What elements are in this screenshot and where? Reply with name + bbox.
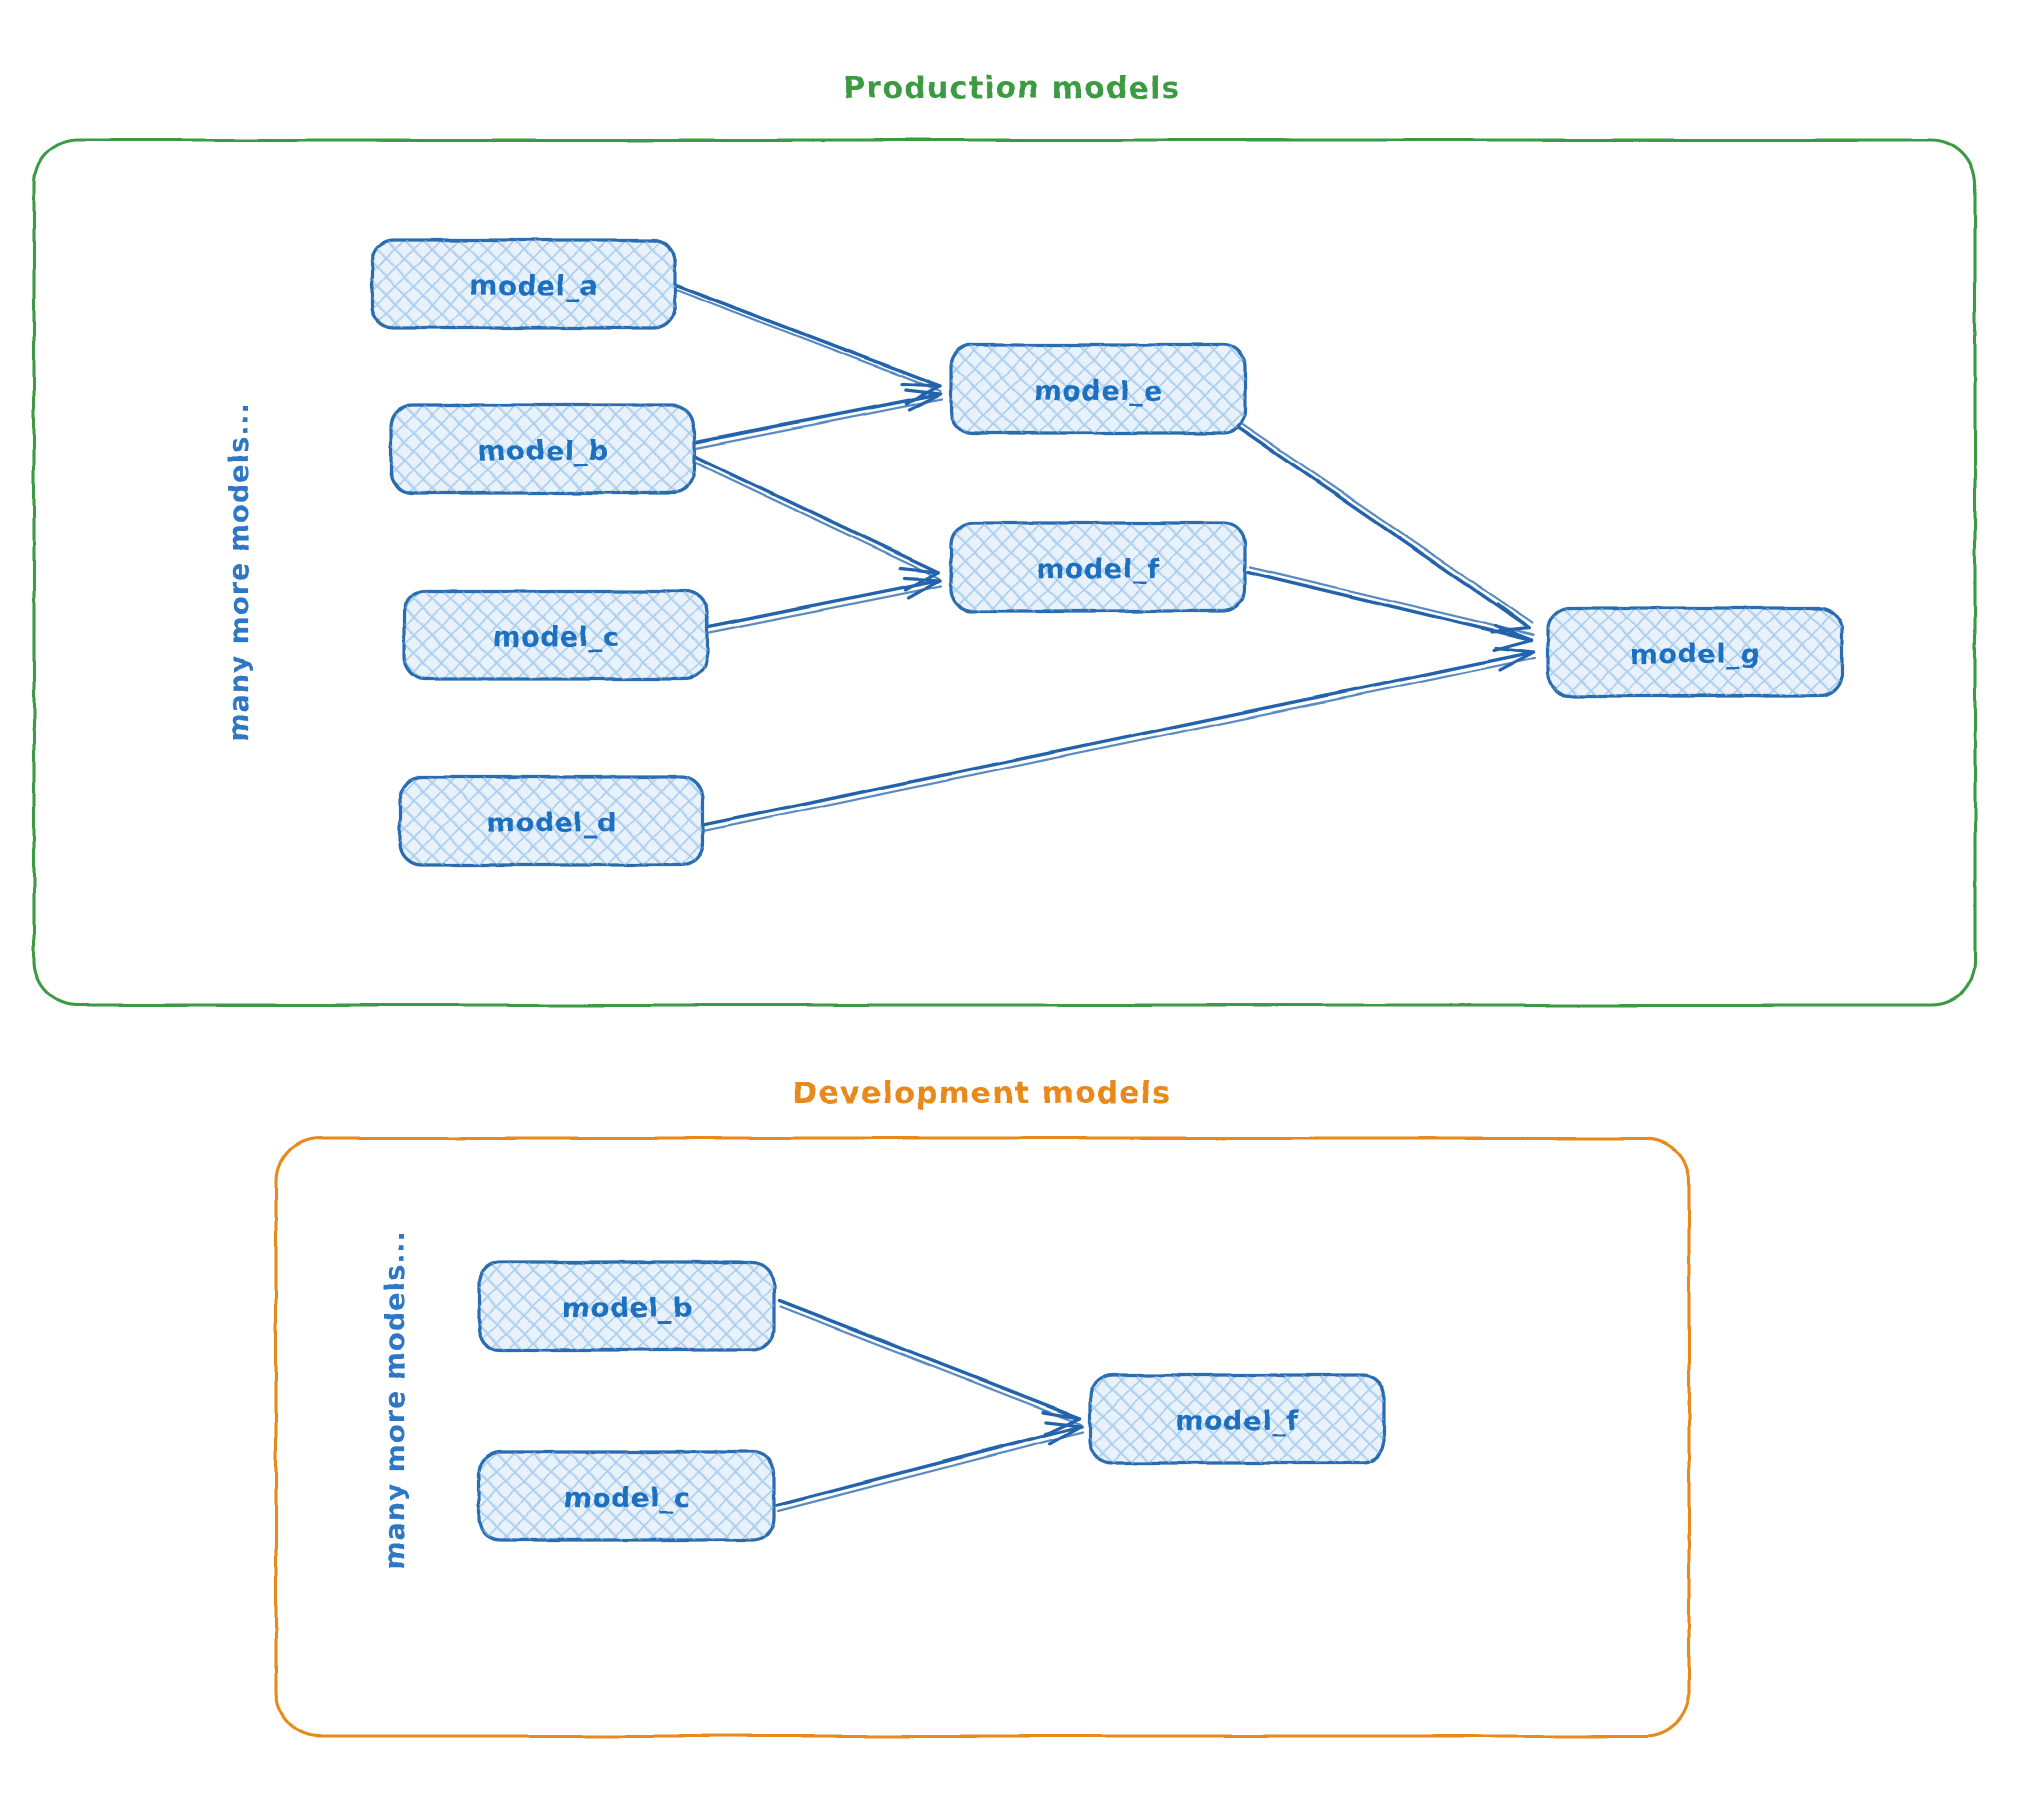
development-group-title: Development models: [793, 1076, 1172, 1111]
production-nodes: model_a model_b model_c: [370, 238, 1844, 867]
production-edges: [674, 283, 1537, 834]
node-model_c[interactable]: model_c: [402, 589, 709, 681]
node-label-dev-model_b: model_b: [562, 1293, 693, 1324]
edge-model_c-to-model_f: [698, 576, 943, 636]
node-model_d[interactable]: model_d: [398, 775, 705, 867]
edge-model_b-to-model_f: [689, 453, 941, 592]
production-side-note: many more models...: [224, 402, 255, 742]
node-dev-model_f[interactable]: model_f: [1088, 1373, 1386, 1465]
edge-dev-model_b-to-model_f: [777, 1299, 1083, 1436]
production-side-note-text: many more models...: [224, 402, 255, 742]
node-label-model_f: model_f: [1036, 554, 1159, 585]
node-model_b[interactable]: model_b: [389, 403, 696, 495]
node-label-model_b: model_b: [478, 436, 609, 467]
node-label-model_d: model_d: [487, 808, 618, 839]
edge-model_f-to-model_g: [1246, 565, 1536, 652]
node-label-model_g: model_g: [1630, 639, 1761, 670]
edge-model_e-to-model_g: [1214, 407, 1535, 634]
edge-model_a-to-model_e: [674, 283, 943, 406]
edge-model_d-to-model_g: [698, 646, 1537, 834]
production-group-title: Production models: [843, 71, 1180, 106]
node-model_f[interactable]: model_f: [949, 521, 1247, 613]
node-model_e[interactable]: model_e: [949, 343, 1247, 435]
development-side-note: many more models...: [380, 1230, 411, 1570]
development-edges: [775, 1299, 1085, 1513]
node-label-model_a: model_a: [469, 271, 599, 302]
development-nodes: model_b model_c model_f: [477, 1260, 1386, 1542]
node-label-dev-model_c: model_c: [563, 1483, 690, 1514]
node-model_g[interactable]: model_g: [1546, 606, 1844, 698]
node-label-model_c: model_c: [492, 622, 619, 653]
edge-model_b-to-model_e: [687, 388, 944, 451]
development-side-note-text: many more models...: [380, 1230, 411, 1570]
development-group: Development models: [274, 1076, 1691, 1738]
production-group: Production models: [32, 71, 1977, 1007]
development-group-border: [274, 1136, 1691, 1738]
edge-dev-model_c-to-model_f: [775, 1420, 1085, 1513]
production-group-border: [32, 138, 1977, 1007]
node-label-model_e: model_e: [1033, 376, 1163, 407]
node-model_a[interactable]: model_a: [370, 238, 677, 330]
node-label-dev-model_f: model_f: [1175, 1406, 1298, 1437]
node-dev-model_c[interactable]: model_c: [477, 1450, 776, 1542]
node-dev-model_b[interactable]: model_b: [477, 1260, 776, 1352]
